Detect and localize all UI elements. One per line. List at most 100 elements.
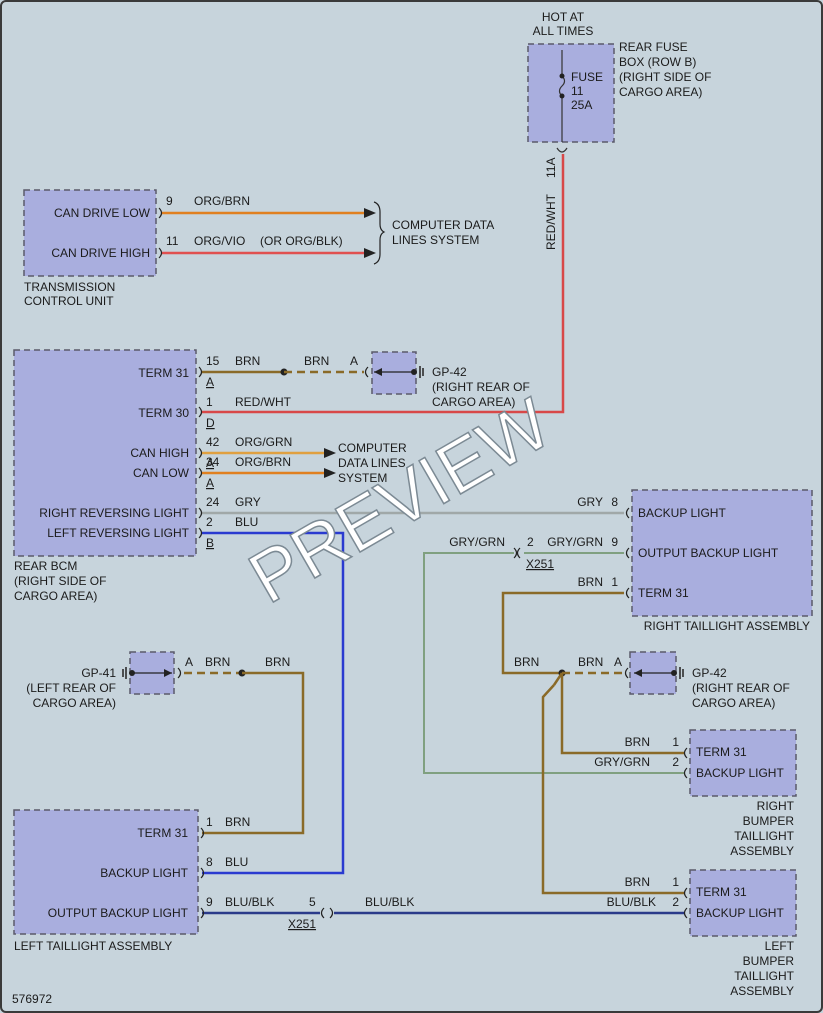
- left-bumper-name-2: BUMPER: [743, 954, 795, 968]
- bcm-num-2: 2: [206, 515, 213, 529]
- left-bumper-num-2: 2: [672, 895, 679, 909]
- left-tail-wire-blu-blk: BLU/BLK: [225, 895, 274, 909]
- bcm-wire-org-brn: ORG/BRN: [235, 455, 291, 469]
- left-tail-num-1: 1: [206, 815, 213, 829]
- fuse-number: 11: [571, 84, 584, 98]
- fuse-label: FUSE: [571, 70, 603, 84]
- gp41-name: GP-41: [81, 666, 116, 680]
- bcm-num-34: 34: [206, 455, 220, 469]
- gp42-mid-name: GP-42: [692, 666, 727, 680]
- left-bumper-pin-backup: BACKUP LIGHT: [696, 906, 784, 920]
- bcm-term31-conn: A: [350, 354, 358, 368]
- bcm-wire-blu: BLU: [235, 515, 258, 529]
- bcm-wire-red-wht: RED/WHT: [235, 395, 292, 409]
- x251-bottom-pin: 5: [309, 895, 316, 909]
- right-tail-wire-gry: GRY: [577, 495, 603, 509]
- fuse-box-name-2: BOX (ROW B): [619, 55, 696, 69]
- left-tail-wire-brn: BRN: [225, 815, 250, 829]
- ground-icon: [411, 369, 417, 375]
- gp41-conn: A: [185, 655, 193, 669]
- wire-blu: [202, 531, 345, 875]
- left-tail-pin-backup: BACKUP LIGHT: [100, 866, 188, 880]
- wire-brn-right-term31: [501, 591, 624, 675]
- gp41-wire-1: BRN: [205, 655, 230, 669]
- tcu-name-2: CONTROL UNIT: [24, 294, 114, 308]
- x251-bottom-wire: BLU/BLK: [365, 895, 414, 909]
- rear-bcm: [13, 349, 197, 557]
- bcm-pin-left-reversing: LEFT REVERSING LIGHT: [47, 526, 189, 540]
- bcm-conn-a-1: A: [206, 375, 214, 389]
- bcm-pin-can-high: CAN HIGH: [130, 446, 189, 460]
- right-bumper-pin-backup: BACKUP LIGHT: [696, 766, 784, 780]
- fuse-box-name-1: REAR FUSE: [619, 40, 688, 54]
- gp42-top-name: GP-42: [432, 365, 467, 379]
- left-tail-pin-output: OUTPUT BACKUP LIGHT: [48, 906, 189, 920]
- x251-top-label: X251: [526, 557, 554, 571]
- bcm-pin-right-reversing: RIGHT REVERSING LIGHT: [39, 506, 189, 520]
- gp42-mid-loc-1: (RIGHT REAR OF: [692, 681, 790, 695]
- gp41-loc-1: (LEFT REAR OF: [26, 681, 116, 695]
- bcm-num-15: 15: [206, 354, 220, 368]
- tcu-wire1-number: 9: [166, 194, 173, 208]
- connector-x251-bottom: [320, 907, 334, 919]
- right-bumper-pin-term31: TERM 31: [696, 745, 747, 759]
- tcu-pin-can-drive-high: CAN DRIVE HIGH: [51, 246, 150, 260]
- tcu-wire1-color: ORG/BRN: [194, 194, 250, 208]
- left-bumper-wire-brn: BRN: [625, 875, 650, 889]
- ground-icon: [671, 670, 677, 676]
- bcm-dest-2: DATA LINES: [338, 456, 406, 470]
- right-tail-wire-brn: BRN: [578, 575, 603, 589]
- bcm-term31-wire-brn-2: BRN: [304, 354, 329, 368]
- wire-brn-right-bumper: [560, 673, 684, 755]
- bcm-conn-d: D: [206, 416, 215, 430]
- tcu-wire2-number: 11: [166, 234, 179, 248]
- fuse-box-name-4: CARGO AREA): [619, 85, 702, 99]
- diagram-id: 576972: [12, 992, 52, 1006]
- right-tail-num-9: 9: [611, 535, 618, 549]
- transmission-control-unit: [23, 189, 157, 277]
- right-bumper-num-2: 2: [672, 755, 679, 769]
- right-taillight-assembly: [631, 489, 813, 617]
- gp41-wire-2: BRN: [265, 655, 290, 669]
- wire-label-red-wht-vertical: RED/WHT: [544, 193, 558, 250]
- right-bumper-wire-gry-grn: GRY/GRN: [594, 755, 650, 769]
- right-bumper-name-3: TAILLIGHT: [734, 829, 794, 843]
- right-bumper-wire-brn: BRN: [625, 735, 650, 749]
- left-bumper-wire-blu-blk: BLU/BLK: [607, 895, 656, 909]
- bcm-conn-b: B: [206, 536, 214, 550]
- left-bumper-taillight-assembly: [689, 869, 797, 937]
- bcm-pin-can-low: CAN LOW: [133, 466, 190, 480]
- left-tail-num-8: 8: [206, 855, 213, 869]
- left-bumper-name-4: ASSEMBLY: [730, 984, 794, 998]
- x251-top-pin: 2: [527, 535, 534, 549]
- bcm-wire-brn: BRN: [235, 354, 260, 368]
- bcm-conn-a-2: A: [206, 456, 214, 470]
- fuse-rating: 25A: [571, 98, 592, 112]
- x251-top-wire: GRY/GRN: [449, 535, 505, 549]
- tcu-dest-1: COMPUTER DATA: [392, 218, 494, 232]
- connector-x251-top: [513, 547, 521, 559]
- fuse-icon: [558, 75, 566, 97]
- bcm-wire-gry: GRY: [235, 495, 261, 509]
- left-bumper-name-1: LEFT: [765, 939, 795, 953]
- left-bumper-name-3: TAILLIGHT: [734, 969, 794, 983]
- bcm-pin-term30: TERM 30: [138, 406, 189, 420]
- tcu-pin-can-drive-low: CAN DRIVE LOW: [54, 206, 151, 220]
- left-bumper-pin-term31: TERM 31: [696, 885, 747, 899]
- wire-red-wht: [202, 154, 565, 414]
- left-bumper-num-1: 1: [672, 875, 679, 889]
- ground-icon: [129, 670, 135, 676]
- preview-watermark: PREVIEW: [236, 384, 564, 619]
- rear-fuse-box: [527, 43, 615, 143]
- bcm-num-1: 1: [206, 395, 213, 409]
- left-tail-wire-blu: BLU: [225, 855, 248, 869]
- gp42-mid-wire-1: BRN: [514, 655, 539, 669]
- right-tail-pin-backup: BACKUP LIGHT: [638, 506, 726, 520]
- right-tail-wire-gry-grn: GRY/GRN: [547, 535, 603, 549]
- tcu-name-1: TRANSMISSION: [24, 280, 115, 294]
- gp42-mid-loc-2: CARGO AREA): [692, 696, 775, 710]
- right-tail-pin-term31: TERM 31: [638, 586, 689, 600]
- fuse-pin-11a: 11A: [544, 158, 558, 178]
